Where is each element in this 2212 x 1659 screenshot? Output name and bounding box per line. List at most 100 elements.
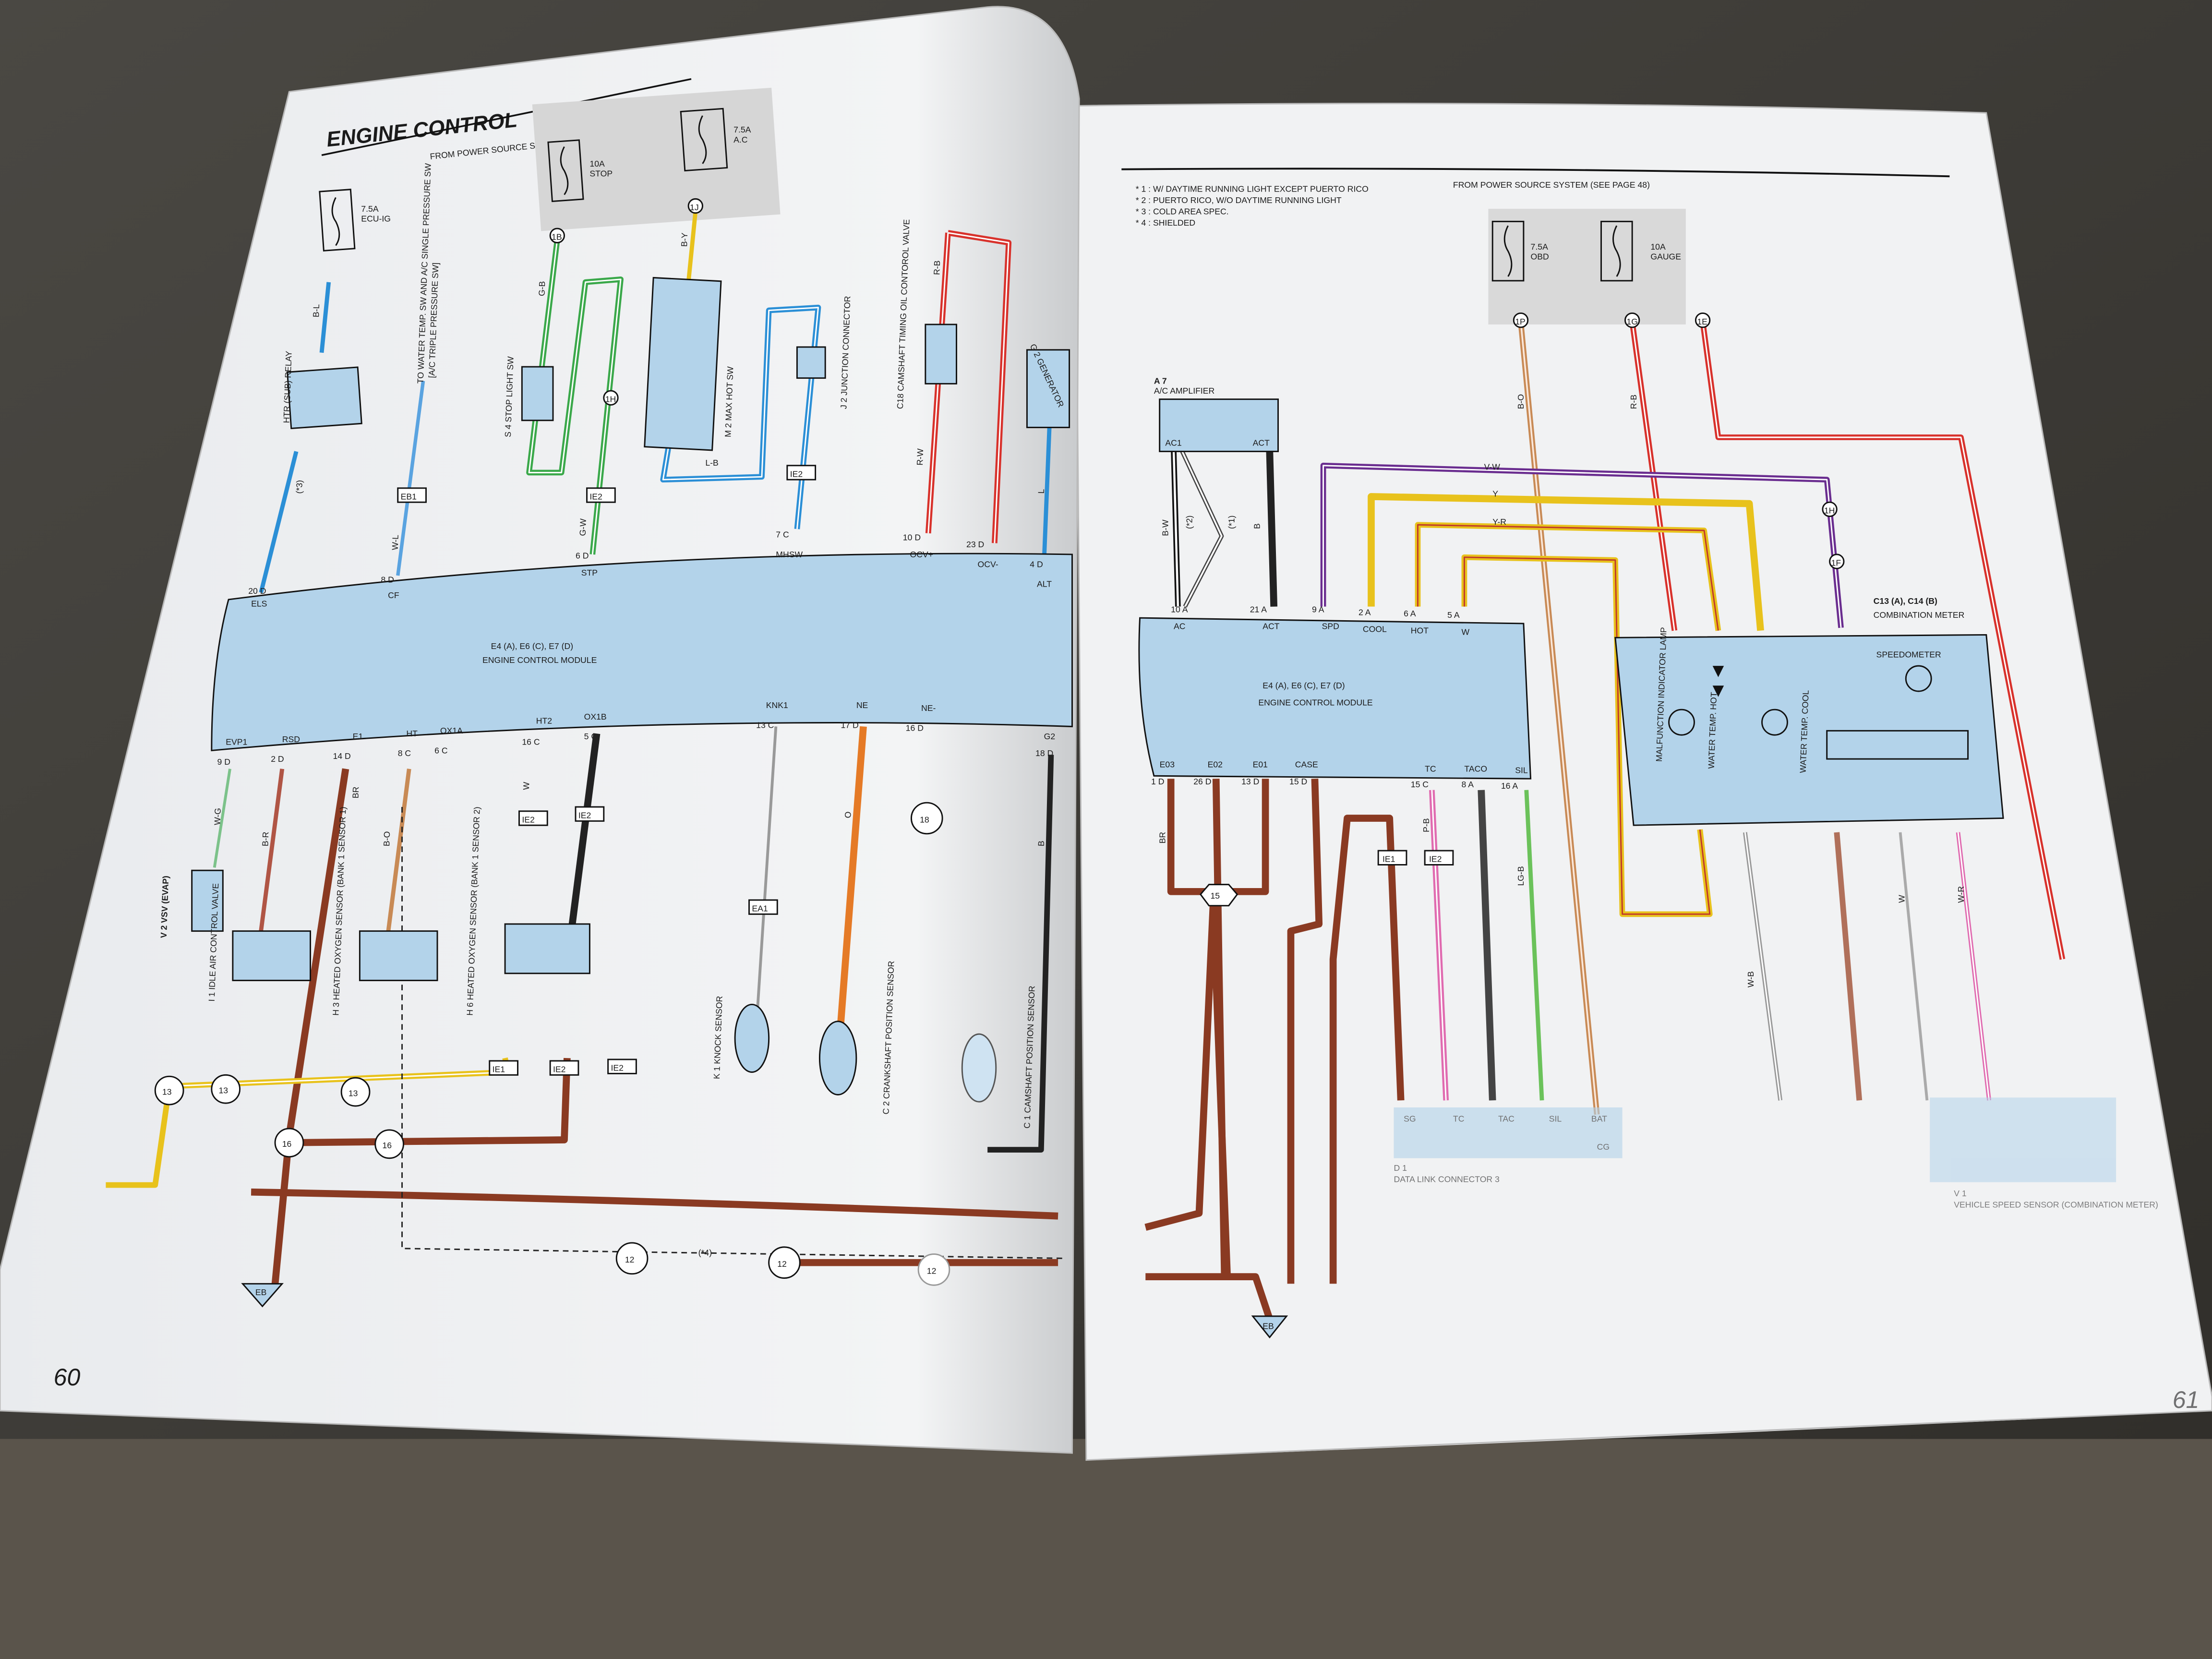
connector-label: 15: [1210, 891, 1220, 901]
connector-label: 1F: [1831, 558, 1841, 567]
ground-icon: [1251, 1315, 1288, 1339]
wire-b-taco: [1478, 790, 1496, 1101]
cool-lamp-icon: [1761, 709, 1788, 736]
wire-label: B-O: [382, 831, 392, 846]
ecm-name: ENGINE CONTROL MODULE: [482, 655, 597, 665]
knock-sensor: [734, 1003, 770, 1073]
led-hot-icon: [1712, 666, 1724, 697]
ecm-pin-number: 17 D: [841, 720, 859, 730]
wire-label: R-B: [1629, 395, 1638, 409]
ecm-pin-name: TACO: [1464, 764, 1487, 774]
connector-label: IE1: [493, 1064, 505, 1074]
wire-w: [1899, 832, 1929, 1101]
wire-label: R-B: [932, 260, 942, 275]
wire-w-g: [213, 769, 231, 868]
camshaft-position-sensor: [961, 1033, 997, 1103]
ecm-pin-name: ELS: [251, 599, 267, 609]
wire-b-g2: [987, 755, 1054, 1153]
ecm-pin-name: ACT: [1262, 622, 1279, 631]
fuse-amp: 10A: [1650, 242, 1666, 252]
ground-label: EB: [1262, 1321, 1274, 1331]
ecm-pin-number: 13 D: [1241, 777, 1259, 786]
stop-light-switch: [521, 366, 554, 421]
speedometer-gauge-icon: [1905, 665, 1932, 692]
connector-label: EB1: [401, 492, 417, 501]
connector-label: 16: [382, 1141, 392, 1150]
note-3: * 3 : COLD AREA SPEC.: [1136, 207, 1229, 216]
wire-label: W: [521, 781, 531, 790]
wire-br-e01: [1221, 779, 1269, 895]
meter-id: C13 (A), C14 (B): [1874, 596, 1937, 606]
connector-label: 13: [219, 1086, 228, 1095]
fuse-icon: [560, 146, 569, 195]
left-upper-wires: [259, 211, 1052, 593]
wire-label: Y-R: [1492, 517, 1506, 527]
ecm-pin-name: MHSW: [776, 550, 803, 559]
ecm-pin-number: 9 D: [217, 757, 230, 767]
wire-label: B-L: [311, 304, 321, 317]
right-connectors: 1P 1G 1E 1H 1F IE1 IE2 15 EB: [1200, 312, 1845, 1339]
amplifier-pin: AC1: [1165, 438, 1181, 448]
connector-label: 18: [920, 815, 929, 824]
vehicle-speed-sensor: V 1 VEHICLE SPEED SENSOR (COMBINATION ME…: [1930, 1097, 2158, 1210]
fuse-name: A.C: [733, 135, 748, 144]
ecm-pin-name: W: [1462, 627, 1470, 637]
ecm-pin-name: HT2: [536, 716, 552, 726]
ac-amplifier: A 7 A/C AMPLIFIER AC1 ACT: [1154, 376, 1279, 452]
right-wire-labels: B-O R-B V-W Y Y-R B-W W-B B BR P-B LG-B …: [1157, 394, 1965, 987]
wire-label: W-B: [1746, 971, 1755, 987]
vsv-label: V 2 VSV (EVAP): [159, 876, 171, 938]
wire-label: B-R: [260, 831, 270, 846]
wire-br-meter: [1834, 832, 1863, 1101]
ecm-pin-number: 2 A: [1358, 607, 1371, 617]
wire-b-o-ht: [385, 769, 411, 935]
ecm-pin-name: TC: [1425, 764, 1436, 774]
ecm-name: ENGINE CONTROL MODULE: [1258, 697, 1372, 707]
ecm-pin-number: 15 C: [1411, 780, 1429, 789]
ecm-pin-name: EVP1: [226, 737, 247, 747]
ecm-pin-number: 15 D: [1289, 777, 1307, 786]
ecm-label: E4 (A), E6 (C), E7 (D): [1262, 681, 1345, 690]
note-1: * 1 : W/ DAYTIME RUNNING LIGHT EXCEPT PU…: [1136, 184, 1369, 194]
shield-dashes: [401, 806, 1065, 1259]
connector-label: 13: [349, 1088, 358, 1098]
ecm-pin-number: 21 A: [1250, 604, 1267, 614]
ground-eb: EB: [241, 1283, 284, 1308]
connector-label: IE2: [1429, 854, 1442, 864]
dlc-name: DATA LINK CONNECTOR 3: [1394, 1175, 1500, 1184]
wire-y: [1368, 493, 1764, 631]
fuse-gauge: 10A GAUGE: [1600, 220, 1681, 282]
idle-air-control-valve: [232, 930, 312, 981]
ecm-pin-number: 26 D: [1193, 777, 1211, 786]
dlc-pin: SG: [1404, 1114, 1416, 1123]
vss-id: V 1: [1954, 1189, 1966, 1198]
junction-connector: [796, 346, 826, 379]
right-wires: [1144, 321, 2066, 1321]
left-page: ENGINE CONTROL FROM POWER SOURCE SYSTEM …: [0, 6, 1080, 1454]
ecm-pin-number: 14 D: [333, 751, 351, 761]
ecm-pin-number: 1 D: [1151, 777, 1164, 786]
connector-label: 1J: [690, 203, 699, 212]
wire-label: B: [1036, 841, 1046, 846]
fuse-ecu-ig: 7.5A ECU-IG: [319, 189, 391, 252]
fuse-name: STOP: [589, 168, 613, 178]
ecm-pin-number: 8 D: [381, 575, 394, 585]
vsv-evap: [191, 869, 224, 932]
wire-b-l: [259, 282, 331, 593]
ecm-pin-number: 16 D: [906, 723, 924, 733]
ecm-pin-number: 8 C: [398, 748, 411, 758]
ecm-pin-name: NE: [856, 700, 868, 710]
ecm-pin-name: E1: [353, 732, 363, 741]
wire-br-bottom: [1144, 899, 1231, 1277]
ground-label: EB: [255, 1287, 267, 1297]
connector-label: IE1: [1382, 854, 1395, 864]
connector-label: 12: [927, 1266, 937, 1276]
wire-label: Y: [1492, 489, 1498, 498]
wire-w-l: [396, 380, 425, 576]
ecm-pin-name: STP: [581, 568, 598, 577]
title-rule: [321, 78, 692, 156]
fuse-amp: 7.5A: [361, 204, 379, 214]
ecm-pin-number: 6 C: [434, 745, 448, 755]
speedometer-label: SPEEDOMETER: [1876, 649, 1941, 659]
